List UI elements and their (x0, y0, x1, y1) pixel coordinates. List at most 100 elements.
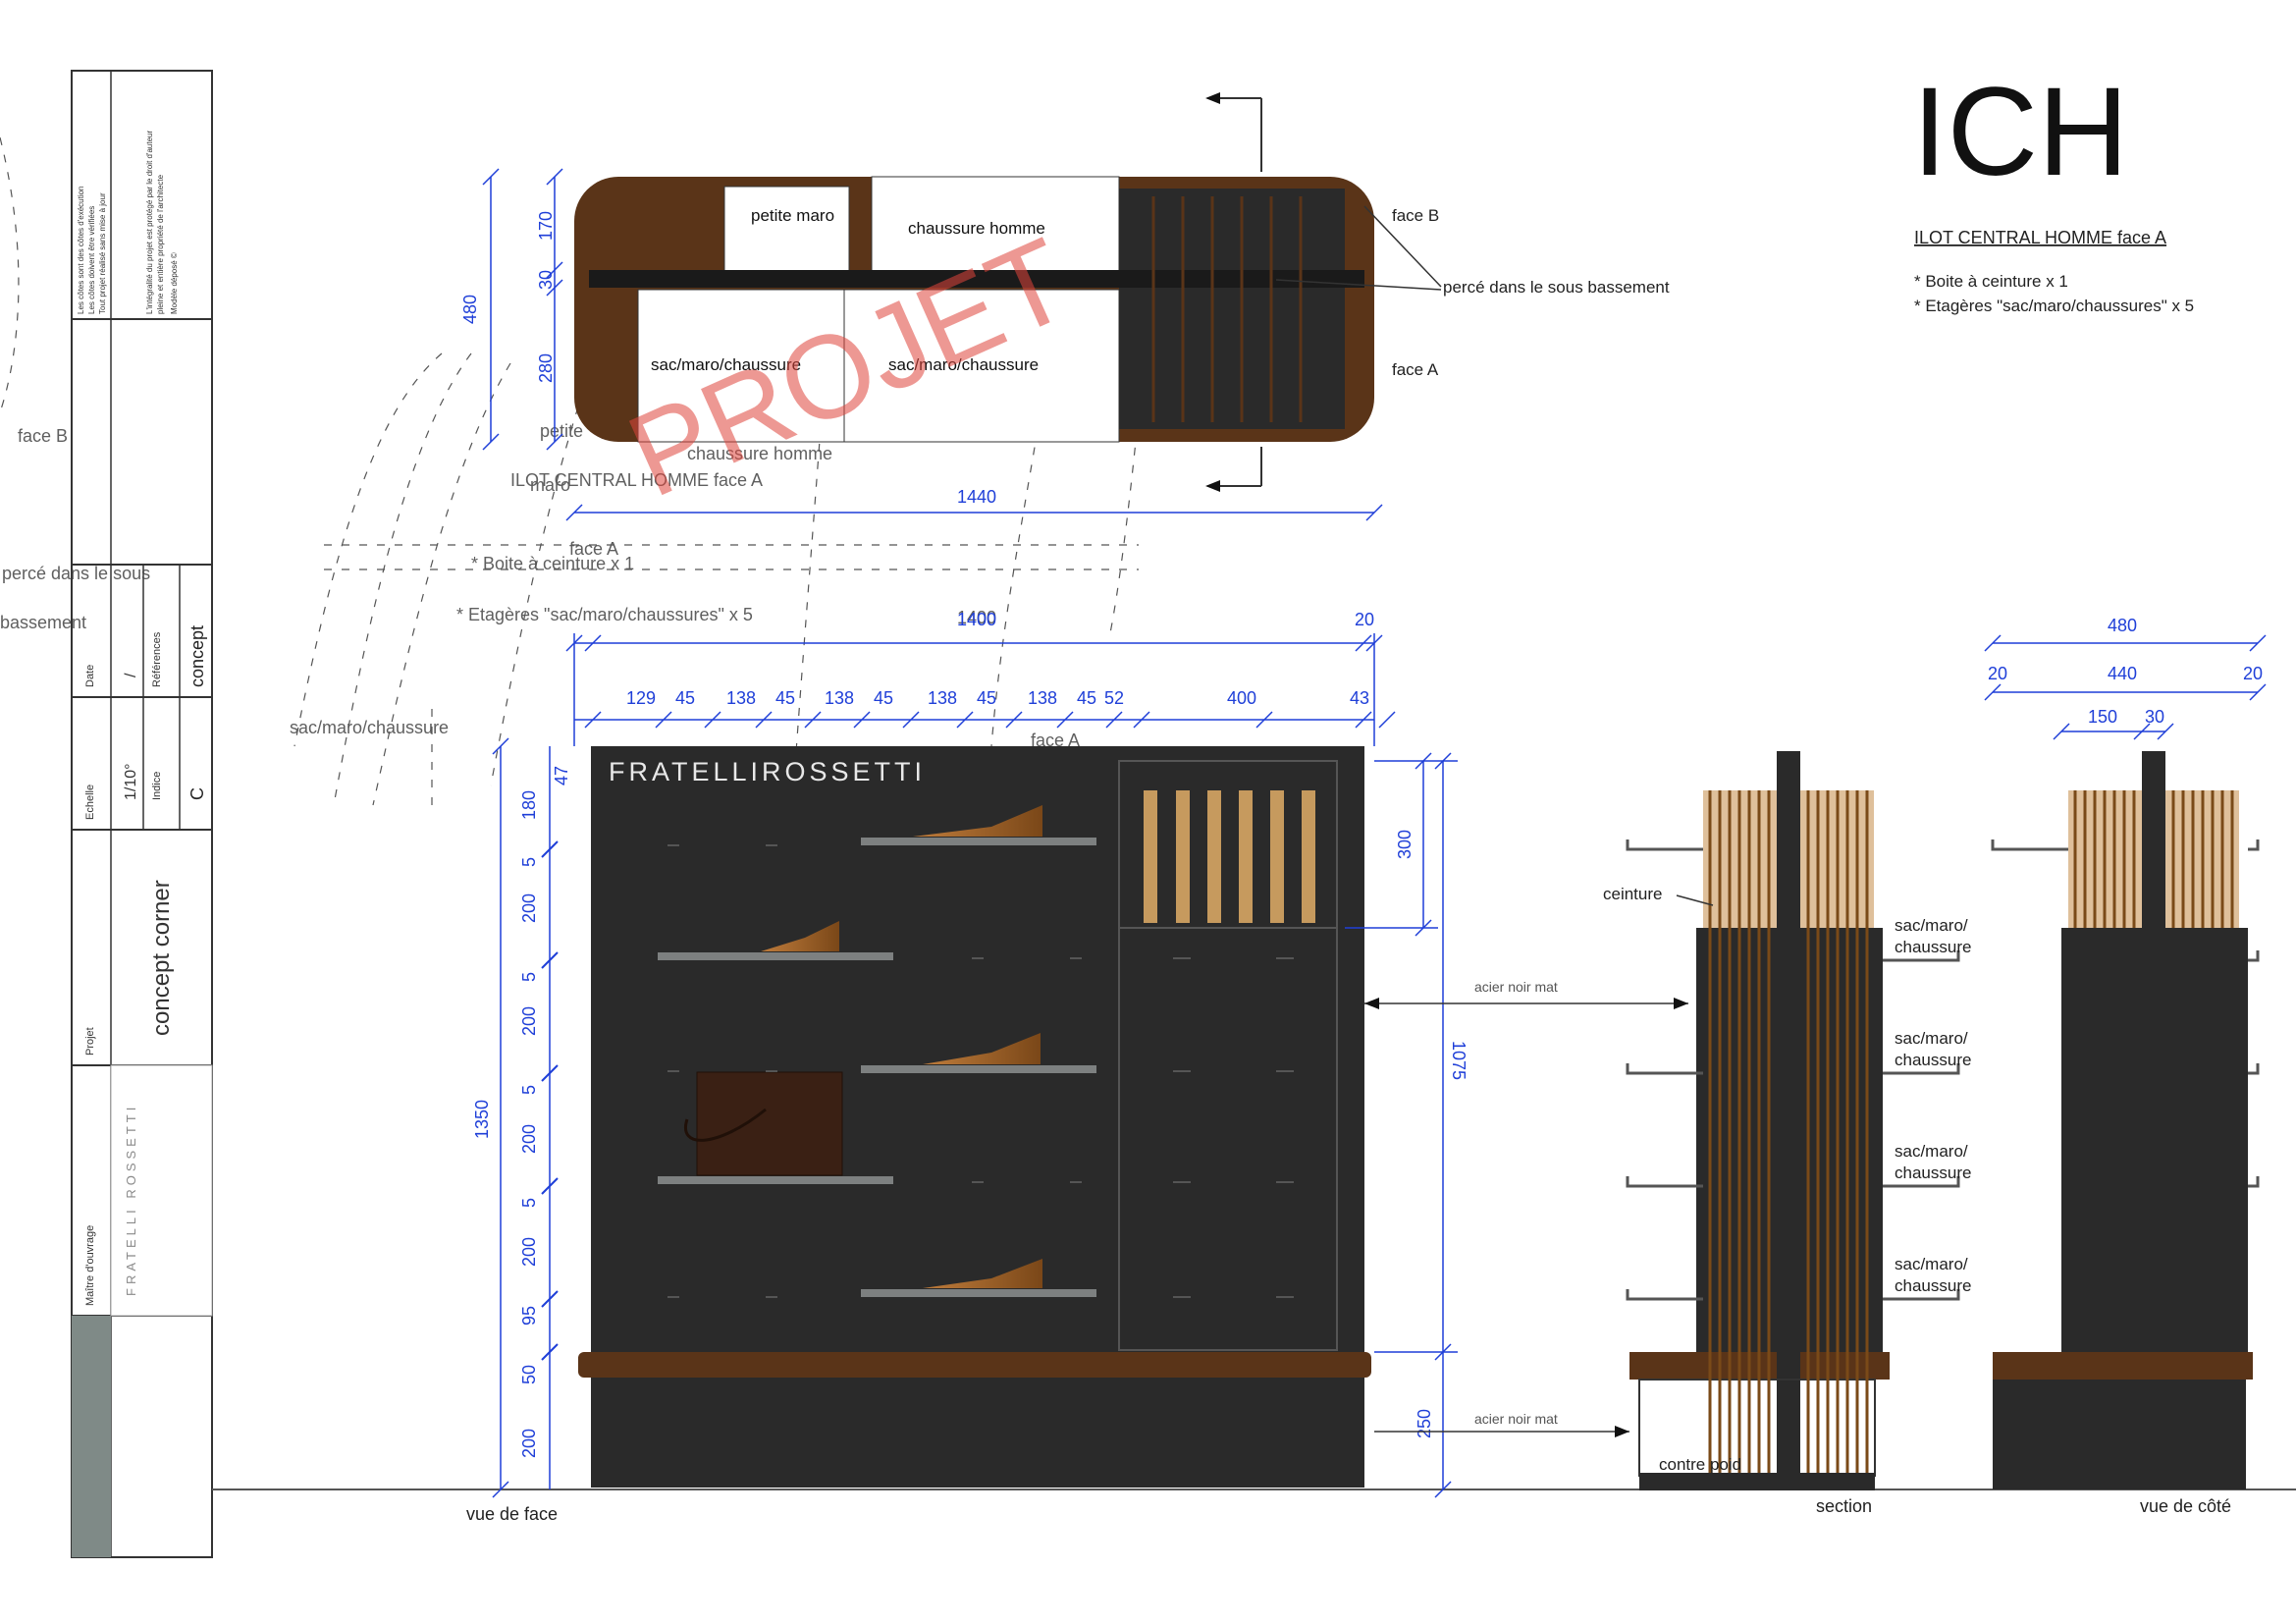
ghost-boite: * Boite à ceinture x 1 (471, 554, 634, 573)
notes-line-1: Les côtes sont des côtes d'exécution (77, 187, 85, 315)
plan-sac-maro-1: sac/maro/chaussure (651, 355, 801, 374)
front-dim-20: 20 (1355, 610, 1374, 629)
plan-sac-maro-2: sac/maro/chaussure (888, 355, 1039, 374)
section-shelf-1a: sac/maro/ (1895, 916, 1968, 935)
side-dim-480: 480 (2108, 616, 2137, 635)
ghost-chaussure-homme: chaussure homme (687, 444, 832, 463)
plan-face-a: face A (1392, 360, 1439, 379)
left-dim-label: 180 (519, 790, 539, 820)
section-shelf-2a: sac/maro/ (1895, 1029, 1968, 1048)
front-dim-1075: 1075 (1449, 1041, 1468, 1080)
left-dim-label: 95 (519, 1306, 539, 1326)
side-view: 480 20 440 20 150 30 vue de côté (1984, 616, 2267, 1516)
notes-line-5: pleine et entière propriété de l'archite… (156, 174, 165, 314)
acier-label-2: acier noir mat (1474, 1411, 1558, 1427)
plan-dim-30: 30 (536, 270, 556, 290)
left-dim-label: 47 (552, 766, 571, 785)
bag (696, 1071, 843, 1176)
plan-perce: percé dans le sous bassement (1443, 278, 1670, 297)
ghost-ilot: ILOT CENTRAL HOMME face A (510, 470, 763, 490)
left-dim-label: 200 (519, 1429, 539, 1458)
shoe-4 (923, 1259, 1042, 1288)
caption-vue-de-cote: vue de côté (2140, 1496, 2231, 1516)
section-ceinture: ceinture (1603, 885, 1662, 903)
section-shelf-3b: chaussure (1895, 1164, 1971, 1182)
top-dim-label: 400 (1227, 688, 1256, 708)
caption-vue-de-face: vue de face (466, 1504, 558, 1524)
top-dim-label: 138 (928, 688, 957, 708)
section-shelf-2b: chaussure (1895, 1051, 1971, 1069)
plan-view: petite maro chaussure homme sac/maro/cha… (460, 92, 1670, 521)
plan-chaussure-homme: chaussure homme (908, 219, 1045, 238)
top-dim-label: 45 (977, 688, 996, 708)
plan-petite-maro: petite maro (751, 206, 834, 225)
side-dim-440: 440 (2108, 664, 2137, 683)
top-dim-tick (804, 711, 822, 729)
references-label: Références (151, 631, 163, 687)
top-dim-tick (1005, 711, 1023, 729)
side-dim-20b: 20 (2243, 664, 2263, 683)
ghost-face-a: face A (569, 539, 618, 559)
top-dim-label: 45 (1077, 688, 1096, 708)
section-shelf-4a: sac/maro/ (1895, 1255, 1968, 1273)
ghost-etageres: * Etagères "sac/maro/chaussures" x 5 (456, 605, 753, 624)
section-shelf-4b: chaussure (1895, 1276, 1971, 1295)
left-dim-tick (541, 1343, 559, 1361)
top-dim-label: 45 (775, 688, 795, 708)
section-shelf-3a: sac/maro/ (1895, 1142, 1968, 1161)
acier-label-1: acier noir mat (1474, 979, 1558, 995)
ghost-face-b: face B (18, 426, 68, 446)
top-dim-label: 45 (874, 688, 893, 708)
top-dim-label: 43 (1350, 688, 1369, 708)
front-dim-1350: 1350 (472, 1100, 492, 1139)
ghost-bassement: bassement (0, 613, 86, 632)
caption-section: section (1816, 1496, 1872, 1516)
plan-dim-280: 280 (536, 353, 556, 383)
plan-face-b: face B (1392, 206, 1439, 225)
left-dim-label: 5 (519, 972, 539, 982)
left-dim-tick (541, 1177, 559, 1195)
ghost-1400: 1400 (957, 608, 996, 627)
header: ICH ILOT CENTRAL HOMME face A * Boite à … (1912, 62, 2194, 315)
top-dim-tick (1133, 711, 1150, 729)
notes-line-3: Tout projet réalisé sans mise à jour (98, 192, 107, 314)
indice-value: C (187, 787, 207, 800)
title-block: Les côtes sont des côtes d'exécution Les… (71, 70, 213, 1558)
ghost-perce: percé dans le sous (2, 564, 150, 583)
maitre-label: Maître d'ouvrage (84, 1225, 96, 1306)
section-contre-poid: contre poid (1659, 1455, 1741, 1474)
top-dim-tick (1056, 711, 1074, 729)
top-dim-label: 129 (626, 688, 656, 708)
top-dim-label: 138 (1028, 688, 1057, 708)
date-label: Date (84, 665, 96, 687)
top-dim-tick (704, 711, 721, 729)
plan-dim-1440: 1440 (957, 487, 996, 507)
shoe-3 (923, 1033, 1041, 1064)
front-dim-300: 300 (1395, 830, 1415, 859)
shoe-2 (761, 921, 839, 951)
section-view: ceinture sac/maro/ chaussure sac/maro/ c… (1603, 751, 1971, 1516)
section-shelf-1b: chaussure (1895, 938, 1971, 956)
notes-line-2: Les côtes doivent être vérifiées (87, 206, 96, 314)
left-dim-label: 50 (519, 1365, 539, 1384)
left-dim-tick (541, 1064, 559, 1082)
notes-line-6: Modèle déposé © (170, 252, 179, 314)
ghost-petite: petite (540, 421, 583, 441)
indice-label: Indice (151, 772, 163, 800)
plan-dim-170: 170 (536, 211, 556, 241)
ghost-layer: face B percé dans le sous bassement face… (0, 421, 1080, 750)
top-dim-label: 52 (1104, 688, 1124, 708)
left-dim-tick (541, 840, 559, 858)
top-dim-tick (956, 711, 974, 729)
left-dim-label: 200 (519, 1006, 539, 1036)
notes-line-4: L'intégralité du projet est protégé par … (145, 130, 154, 314)
left-dim-tick (541, 1290, 559, 1308)
top-dim-tick (853, 711, 871, 729)
echelle-label: Echelle (84, 785, 96, 820)
drawing-subtitle: ILOT CENTRAL HOMME face A (1914, 228, 2166, 247)
shoe-1 (913, 805, 1042, 837)
ghost-maro: maro (530, 475, 570, 495)
left-dim-tick (541, 951, 559, 969)
